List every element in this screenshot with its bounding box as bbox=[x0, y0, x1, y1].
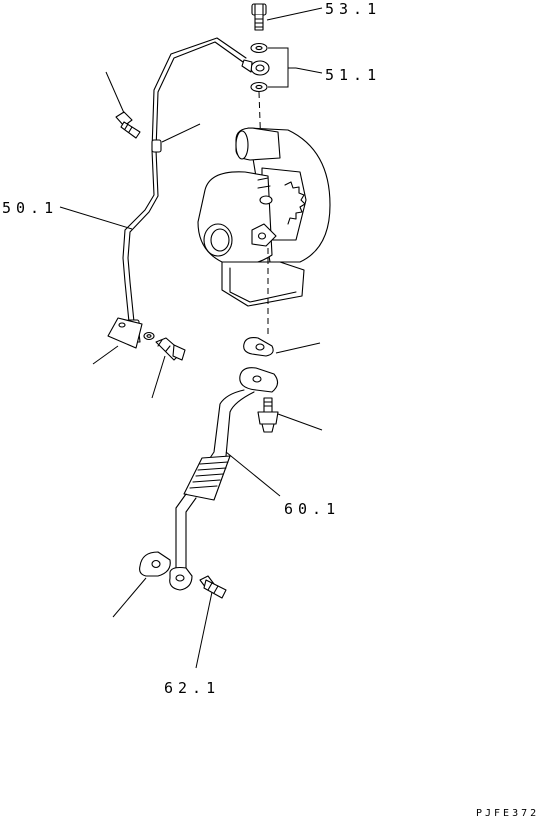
banjo-bolt-53-1[interactable] bbox=[251, 3, 267, 31]
washer-bottom-51-1[interactable] bbox=[250, 81, 268, 93]
washer-top-51-1[interactable] bbox=[250, 42, 268, 54]
gasket-plate-feed[interactable] bbox=[107, 317, 143, 349]
leader-clip-bolt bbox=[105, 71, 125, 114]
label-62-1: 62.1 bbox=[164, 679, 220, 697]
bolt-62-1[interactable] bbox=[199, 575, 227, 599]
label-53-1: 53.1 bbox=[325, 0, 381, 18]
leader-gasket-feed bbox=[92, 345, 119, 365]
leader-60-1 bbox=[225, 451, 281, 497]
oil-drain-tube-60-1[interactable] bbox=[169, 367, 279, 591]
clip-bolt[interactable] bbox=[115, 111, 141, 139]
drain-gasket[interactable] bbox=[243, 337, 274, 357]
drain-flange-bolt[interactable] bbox=[257, 397, 279, 433]
leader-51-1 bbox=[295, 67, 323, 74]
leader-drain-gasket bbox=[275, 342, 321, 354]
label-50-1: 50.1 bbox=[2, 199, 58, 217]
drawing-code: PJFE372 bbox=[476, 808, 539, 819]
washer-feed-end[interactable] bbox=[143, 331, 155, 341]
leader-bolt-feed bbox=[151, 355, 166, 399]
banjo-fitting[interactable] bbox=[241, 59, 270, 76]
label-60-1: 60.1 bbox=[284, 500, 340, 518]
leader-pipe-clip bbox=[161, 123, 201, 143]
bottom-gasket[interactable] bbox=[139, 551, 171, 577]
leader-bottom-gasket bbox=[112, 577, 147, 618]
leader-62-1 bbox=[195, 591, 213, 669]
bracket-51-1 bbox=[268, 47, 296, 88]
turbocharger[interactable] bbox=[197, 127, 331, 307]
leader-drain-bolt bbox=[277, 413, 323, 431]
leader-50-1 bbox=[59, 206, 133, 230]
bolt-feed-end[interactable] bbox=[155, 337, 186, 361]
label-51-1: 51.1 bbox=[325, 66, 381, 84]
leader-53-1 bbox=[266, 7, 323, 21]
